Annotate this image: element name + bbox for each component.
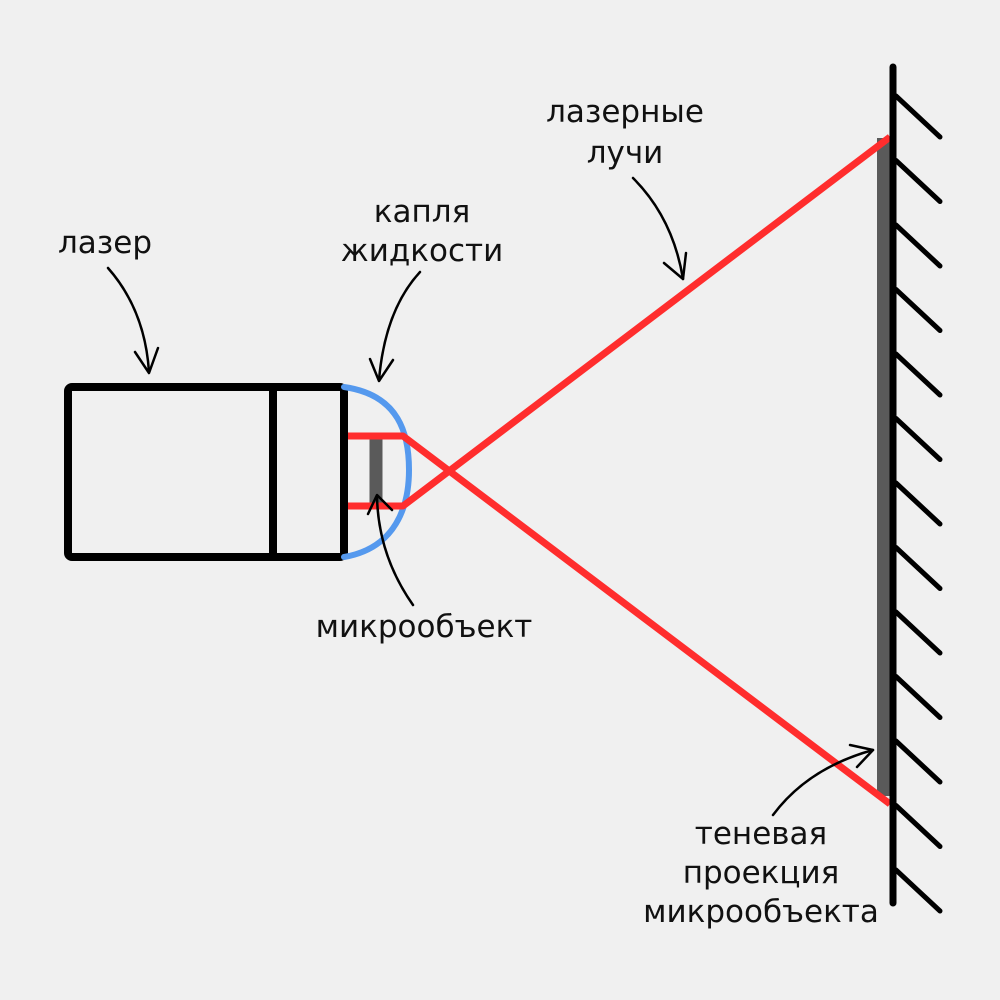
drop-label-line2: жидкости bbox=[341, 233, 503, 269]
drop-label-line1: капля bbox=[374, 194, 470, 230]
laser-pointer-arrow bbox=[106, 266, 160, 375]
projection-screen bbox=[889, 63, 943, 914]
laser-beams bbox=[348, 134, 893, 807]
screen-hatch-mark bbox=[893, 158, 943, 204]
laser-beam-lower bbox=[348, 134, 893, 510]
liquid-drop bbox=[341, 384, 413, 560]
screen-hatch-mark bbox=[893, 416, 943, 462]
screen-hatch-mark bbox=[893, 351, 943, 398]
micro-object-pointer-arrow bbox=[366, 493, 415, 607]
screen-hatch-mark bbox=[893, 545, 943, 591]
laser-beam-upper bbox=[348, 432, 893, 807]
beams-label-line1: лазерные bbox=[546, 94, 704, 130]
drop-pointer-arrow bbox=[368, 270, 422, 383]
shadow-label-line1: теневая bbox=[695, 816, 827, 852]
shadow-label-line3: микрообъекта bbox=[643, 894, 879, 930]
beams-label-line2: лучи bbox=[587, 135, 664, 171]
shadow-pointer-arrow bbox=[771, 743, 875, 817]
screen-hatch-mark bbox=[893, 222, 943, 269]
screen-hatch-mark bbox=[893, 287, 943, 333]
screen-hatch-mark bbox=[893, 867, 943, 914]
laser-body bbox=[64, 383, 348, 561]
screen-hatch-mark bbox=[893, 609, 943, 656]
screen-hatch-mark bbox=[893, 738, 943, 785]
screen-hatch-mark bbox=[893, 93, 943, 140]
micro-object-label: микрообъект bbox=[316, 609, 533, 645]
screen-hatch-mark bbox=[893, 803, 943, 849]
screen-hatching bbox=[893, 93, 943, 914]
laser-label: лазер bbox=[58, 225, 152, 261]
screen-hatch-mark bbox=[893, 480, 943, 527]
laser-device bbox=[64, 383, 348, 561]
shadow-label-line2: проекция bbox=[683, 855, 840, 891]
beams-pointer-arrow bbox=[631, 176, 688, 281]
screen-hatch-mark bbox=[893, 674, 943, 720]
